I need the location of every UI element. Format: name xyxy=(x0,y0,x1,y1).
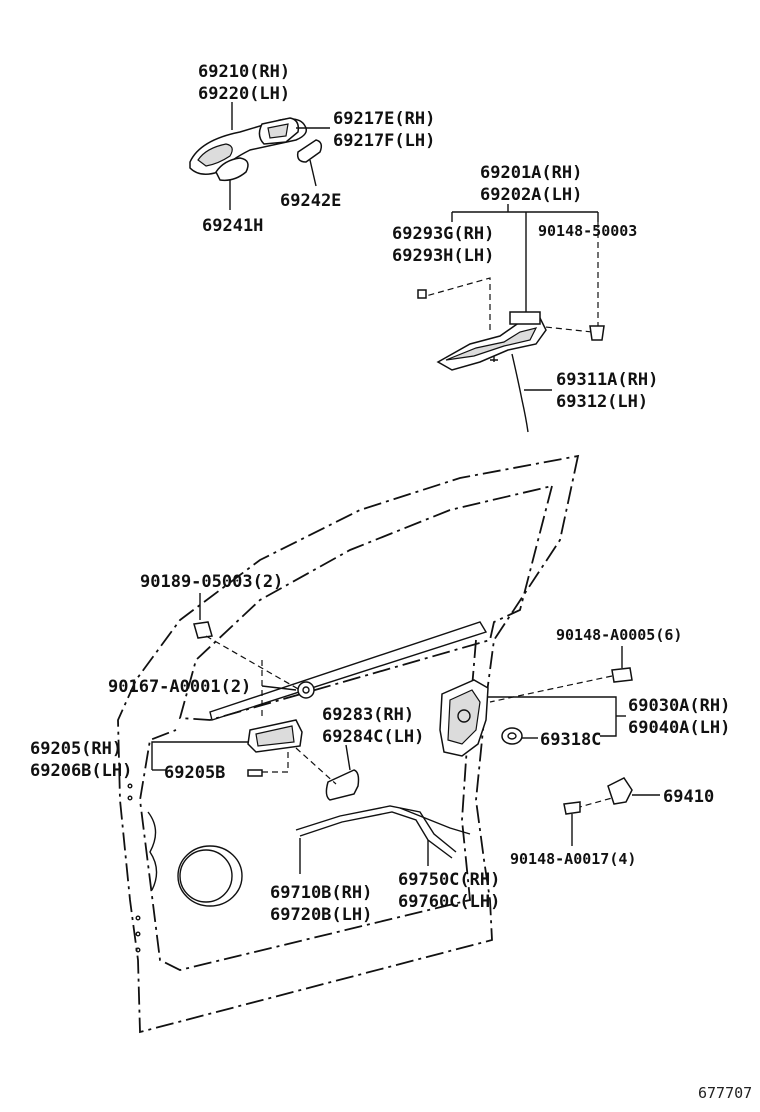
lock-body-detail xyxy=(447,689,481,745)
label-90148-50003: 90148-50003 xyxy=(538,222,637,240)
frame-hook xyxy=(490,356,498,362)
label-69312: 69312(LH) xyxy=(556,392,648,412)
grommet-center xyxy=(302,686,310,694)
leader-90167 xyxy=(261,685,297,691)
clip-90189-part xyxy=(193,621,213,639)
frame-screw-part xyxy=(589,325,605,341)
inside-handle-axis-2 xyxy=(262,752,289,773)
clip-axis xyxy=(205,635,301,691)
lock-cable-part-2 xyxy=(299,811,453,859)
speaker-hole-inner xyxy=(179,849,233,903)
striker-axis xyxy=(575,797,613,809)
label-69293H: 69293H(LH) xyxy=(392,246,494,266)
label-69205B: 69205B xyxy=(164,763,225,783)
frame-detail xyxy=(445,327,538,361)
handle-bezel-part xyxy=(325,769,360,801)
inside-handle-detail xyxy=(255,725,295,747)
lock-grommet-part xyxy=(501,727,523,745)
label-69750C: 69750C(RH) xyxy=(398,870,500,890)
door-hole xyxy=(135,947,141,953)
bezel-axis xyxy=(295,747,337,785)
label-69242E: 69242E xyxy=(280,191,341,211)
label-69040A: 69040A(LH) xyxy=(628,718,730,738)
label-90167-A0001: 90167-A0001(2) xyxy=(108,677,251,697)
handle-pad-front-part xyxy=(215,157,249,182)
lock-screw-axis xyxy=(489,675,613,703)
grommet-90167-part xyxy=(297,681,315,699)
control-cable-part xyxy=(511,353,529,433)
striker-screw-part xyxy=(563,801,581,815)
label-69217E: 69217E(RH) xyxy=(333,109,435,129)
door-inner-panel xyxy=(139,639,477,971)
lock-cam xyxy=(457,709,471,723)
door-hole xyxy=(127,795,133,801)
leader-69242E xyxy=(309,159,317,187)
belt-molding xyxy=(209,621,488,721)
handle-pad-rear-part xyxy=(296,139,323,163)
label-69293G: 69293G(RH) xyxy=(392,224,494,244)
screw-69205B-part xyxy=(247,769,263,777)
label-90189-05003: 90189-05003(2) xyxy=(140,572,283,592)
leader-69205 xyxy=(151,741,248,756)
label-69205: 69205(RH) xyxy=(30,739,122,759)
lock-cable-part xyxy=(295,805,457,853)
label-69241H: 69241H xyxy=(202,216,263,236)
label-69220: 69220(LH) xyxy=(198,84,290,104)
label-90148-A0017: 90148-A0017(4) xyxy=(510,850,636,868)
frame-clip-part xyxy=(417,289,427,299)
label-69202A: 69202A(LH) xyxy=(480,185,582,205)
label-69760C: 69760C(LH) xyxy=(398,892,500,912)
handle-inner-detail xyxy=(197,143,233,167)
door-window-frame xyxy=(178,484,554,721)
handle-frame-group xyxy=(417,204,605,433)
door-outer-edge xyxy=(117,454,580,1034)
leader-69283 xyxy=(345,744,351,771)
door-hole xyxy=(127,783,133,789)
door-panel-outline xyxy=(117,454,580,1034)
lock-rod-part xyxy=(399,807,471,835)
door-edge-cutout xyxy=(147,811,158,891)
lock-screw-part xyxy=(611,667,633,683)
label-69206B: 69206B(LH) xyxy=(30,761,132,781)
label-69720B: 69720B(LH) xyxy=(270,905,372,925)
label-69210: 69210(RH) xyxy=(198,62,290,82)
label-69410: 69410 xyxy=(663,787,714,807)
label-69030A: 69030A(RH) xyxy=(628,696,730,716)
door-hole xyxy=(135,931,141,937)
door-hole xyxy=(135,915,141,921)
label-69311A: 69311A(RH) xyxy=(556,370,658,390)
label-69283: 69283(RH) xyxy=(322,705,414,725)
label-90148-A0005: 90148-A0005(6) xyxy=(556,626,682,644)
label-69710B: 69710B(RH) xyxy=(270,883,372,903)
diagram-id: 677707 xyxy=(698,1084,752,1102)
lock-grommet-center xyxy=(507,732,517,740)
label-69217F: 69217F(LH) xyxy=(333,131,435,151)
handle-cover-detail xyxy=(267,123,289,139)
label-69318C: 69318C xyxy=(540,730,601,750)
leader-69293G xyxy=(425,277,491,330)
label-69201A: 69201A(RH) xyxy=(480,163,582,183)
door-striker-part xyxy=(607,777,633,805)
speaker-hole xyxy=(177,845,243,907)
label-69284C: 69284C(LH) xyxy=(322,727,424,747)
outside-handle-group xyxy=(189,102,330,210)
frame-top-bracket xyxy=(509,311,541,325)
